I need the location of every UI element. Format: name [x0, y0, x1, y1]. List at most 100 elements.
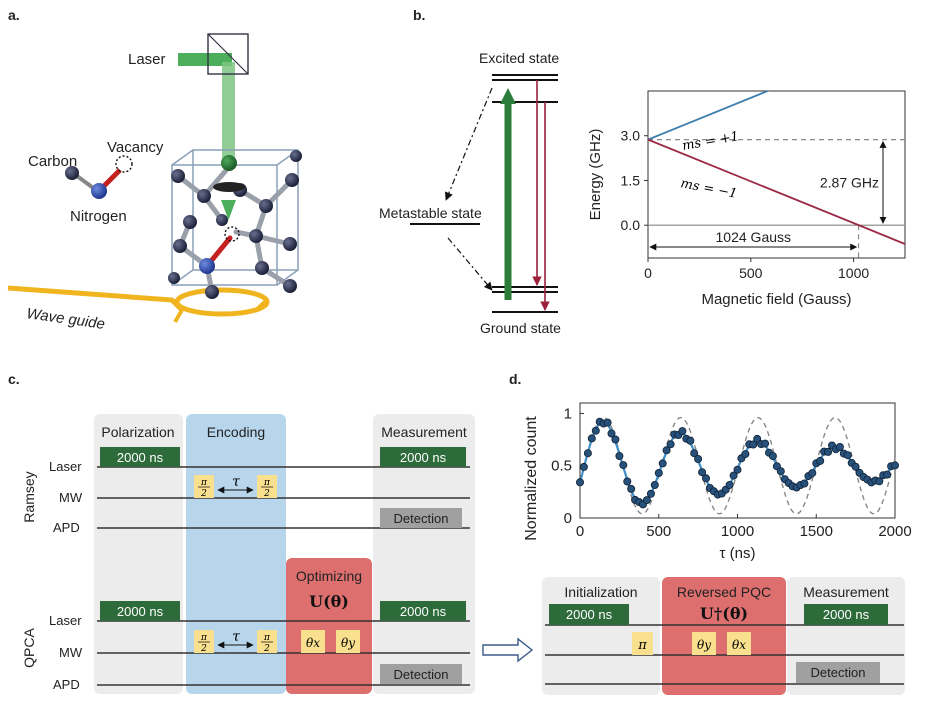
pump-arrowhead: [500, 88, 516, 104]
reversed-pqc-label: Reversed PQC: [677, 584, 771, 600]
data-point: [591, 426, 600, 435]
measurement-label: Measurement: [381, 424, 467, 440]
transfer-arrow: [482, 637, 534, 663]
laser-beam-tip: [221, 200, 236, 220]
qpca-laser-pulse-2-label: 2000 ns: [400, 604, 447, 619]
polarization-bg: [94, 414, 183, 694]
metastable-state-label: Metastable state: [379, 205, 482, 221]
data-point: [824, 447, 833, 456]
green-atom: [221, 155, 237, 171]
ramsey-row-apd: APD: [53, 520, 80, 535]
reverse-laser-pulse-1-label: 2000 ns: [566, 607, 613, 622]
ramsey-laser-pulse-1-label: 2000 ns: [117, 450, 164, 465]
data-point: [678, 427, 687, 436]
rabi-x-tick-label: 2000: [878, 523, 911, 540]
data-point: [666, 440, 675, 449]
panel-c: c. Polarization Encoding Measurement Opt…: [8, 371, 475, 694]
qpca-detection-label: Detection: [394, 667, 449, 682]
reverse-pi-label: π: [637, 638, 647, 653]
zeeman-crossing-label: 1024 Gauss: [716, 229, 792, 245]
polarization-label: Polarization: [101, 424, 174, 440]
ramsey-laser-pulse-1: [100, 447, 180, 467]
vacancy-label: Vacancy: [107, 139, 164, 156]
qpca-row-laser: Laser: [49, 613, 82, 628]
zeeman-x-tick-label: 500: [739, 265, 763, 281]
ramsey-tau-label: τ: [232, 474, 240, 490]
zeeman-y-tick-label: 1.5: [621, 172, 641, 188]
ground-state-label: Ground state: [480, 320, 561, 336]
nitrogen-label: Nitrogen: [70, 208, 127, 225]
data-point: [883, 470, 892, 479]
reverse-laser-pulse-2-label: 2000 ns: [823, 607, 870, 622]
data-point: [702, 474, 711, 483]
rabi-x-tick-label: 0: [576, 523, 584, 540]
data-point: [646, 489, 655, 498]
panel-a-label: a.: [8, 7, 20, 23]
svg-text:π: π: [200, 478, 208, 488]
reversed-pqc-bg: [662, 577, 786, 695]
panel-c-label: c.: [8, 371, 20, 387]
ramsey-pi2-pulse-2: π 2: [257, 475, 277, 499]
panel-a: a. Wave guide Laser Carbon Vacancy Nitro…: [7, 7, 302, 333]
data-point: [875, 477, 884, 486]
rabi-y-tick-label: 0.5: [551, 458, 572, 475]
svg-text:2: 2: [263, 489, 270, 499]
svg-text:π: π: [263, 633, 271, 643]
encoding-label: Encoding: [207, 424, 265, 440]
data-point: [843, 451, 852, 460]
qpca-pi2-pulse-2: π 2: [257, 630, 277, 654]
qpca-row-mw: MW: [59, 645, 83, 660]
measurement-bg: [373, 414, 475, 694]
data-point: [768, 452, 777, 461]
carbon-atoms: [168, 150, 302, 299]
focus-cone: [213, 182, 245, 192]
svg-text:π: π: [263, 478, 271, 488]
data-point: [623, 477, 632, 486]
laser-label: Laser: [128, 51, 166, 68]
series-line-ms-minus: [648, 138, 905, 245]
beam-splitter: [207, 33, 249, 75]
qpca-row-apd: APD: [53, 677, 80, 692]
qpca-tau-label: τ: [232, 629, 240, 645]
panel-b: b. Excited state Metastable state Ground…: [379, 7, 906, 336]
rabi-y-axis-label: Normalized count: [523, 416, 540, 541]
data-point: [576, 478, 585, 487]
data-point: [891, 461, 900, 470]
data-point: [654, 468, 663, 477]
data-point: [611, 435, 620, 444]
ramsey-detection-block: [380, 508, 462, 528]
ramsey-row-laser: Laser: [49, 459, 82, 474]
data-point: [615, 451, 624, 460]
isc-arrow-down: [444, 87, 493, 201]
legend-vacancy-site: [115, 155, 133, 173]
svg-text:2: 2: [263, 644, 270, 654]
zeeman-y-axis-label: Energy (GHz): [587, 129, 604, 221]
excited-state-label: Excited state: [479, 50, 559, 66]
reverse-theta-x-label: θx: [732, 638, 746, 652]
zeeman-x-axis-label: Magnetic field (Gauss): [701, 291, 851, 308]
data-point: [603, 418, 612, 427]
data-point: [650, 480, 659, 489]
diamond-lattice: [168, 149, 302, 299]
rabi-x-tick-label: 500: [646, 523, 671, 540]
wave-guide-label: Wave guide: [25, 305, 106, 333]
data-point: [749, 440, 758, 449]
qpca-laser-pulse-2: [380, 601, 466, 621]
data-point: [741, 450, 750, 459]
rabi-x-tick-label: 1500: [800, 523, 833, 540]
zeeman-y-tick-label: 3.0: [621, 128, 641, 144]
legend-nitrogen-atom: [91, 183, 107, 199]
data-point: [583, 449, 592, 458]
qpca-pi2-pulse-1: π 2: [194, 630, 214, 654]
rabi-data-points: [576, 417, 900, 509]
data-point: [800, 479, 809, 488]
reverse-theta-x-pulse: [727, 632, 751, 655]
zeeman-plot-frame: [647, 90, 906, 259]
zeeman-series: [648, 91, 905, 245]
data-point: [662, 446, 671, 455]
data-point: [835, 442, 844, 451]
rabi-y-tick-label: 0: [564, 510, 572, 527]
rabi-x-tick-label: 1000: [721, 523, 754, 540]
